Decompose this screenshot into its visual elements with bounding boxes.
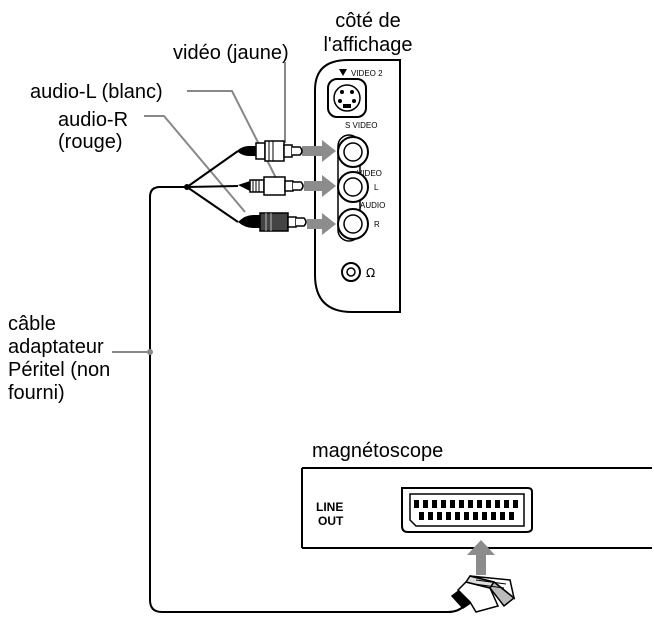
audio-label: AUDIO (360, 201, 385, 210)
connection-arrows (302, 140, 336, 235)
l-label: L (374, 183, 379, 192)
arrow-audio-l-icon (304, 175, 336, 197)
vcr-panel: LINE OUT (301, 467, 652, 549)
scart-cable (149, 150, 465, 613)
headphone-icon: Ω (366, 266, 375, 280)
audio-r-leader (144, 115, 246, 213)
display-side-label-line1: côté de (335, 10, 401, 32)
cable-label-line1: câble (8, 313, 56, 335)
video-jack[interactable] (337, 136, 369, 168)
cable-branch-audio-l (186, 185, 239, 188)
scart-pins-bottom (419, 512, 514, 520)
audio-r-label-line2: (rouge) (58, 131, 122, 153)
svideo-jack[interactable] (327, 78, 367, 118)
rca-plug-audio-l (238, 176, 304, 196)
svideo-label: S VIDEO (345, 121, 377, 130)
cable-label-line4: fourni) (8, 382, 65, 404)
rca-plug-audio-r (238, 212, 307, 232)
r-label: R (374, 220, 380, 229)
arrow-video-icon (302, 140, 336, 162)
audio-l-leader (187, 90, 277, 179)
audio-l-jack[interactable] (337, 171, 369, 203)
cable-main (149, 186, 465, 613)
scart-plug (450, 575, 516, 613)
line-out-label-line1: LINE (316, 500, 343, 514)
audio-r-jack[interactable] (337, 208, 369, 240)
audio-l-white-label: audio-L (blanc) (30, 81, 163, 103)
rca-plug-video (238, 140, 303, 162)
video2-label: VIDEO 2 (351, 69, 383, 78)
down-arrow-icon (339, 69, 347, 76)
vcr-label: magnétoscope (312, 440, 443, 462)
scart-pins-top (414, 500, 518, 508)
cable-branch-video (186, 150, 239, 188)
cable-branch-audio-r (186, 186, 239, 223)
arrow-audio-r-icon (307, 213, 336, 235)
audio-r-label-line1: audio-R (58, 109, 128, 131)
cable-junction-dot (184, 184, 190, 190)
video-jack-label: VIDEO (357, 169, 382, 178)
line-out-label-line2: OUT (318, 514, 344, 528)
tv-side-panel: VIDEO 2 S VIDEO VIDEO L AUDIO (314, 59, 401, 313)
arrow-up-icon (467, 540, 495, 575)
cable-label-line3: Péritel (non (8, 359, 110, 381)
scart-socket[interactable] (401, 487, 533, 533)
video-yellow-label: vidéo (jaune) (173, 42, 289, 64)
display-side-label-line2: l'affichage (323, 34, 412, 56)
cable-label-line2: adaptateur (8, 336, 104, 358)
headphone-jack[interactable] (341, 262, 361, 282)
